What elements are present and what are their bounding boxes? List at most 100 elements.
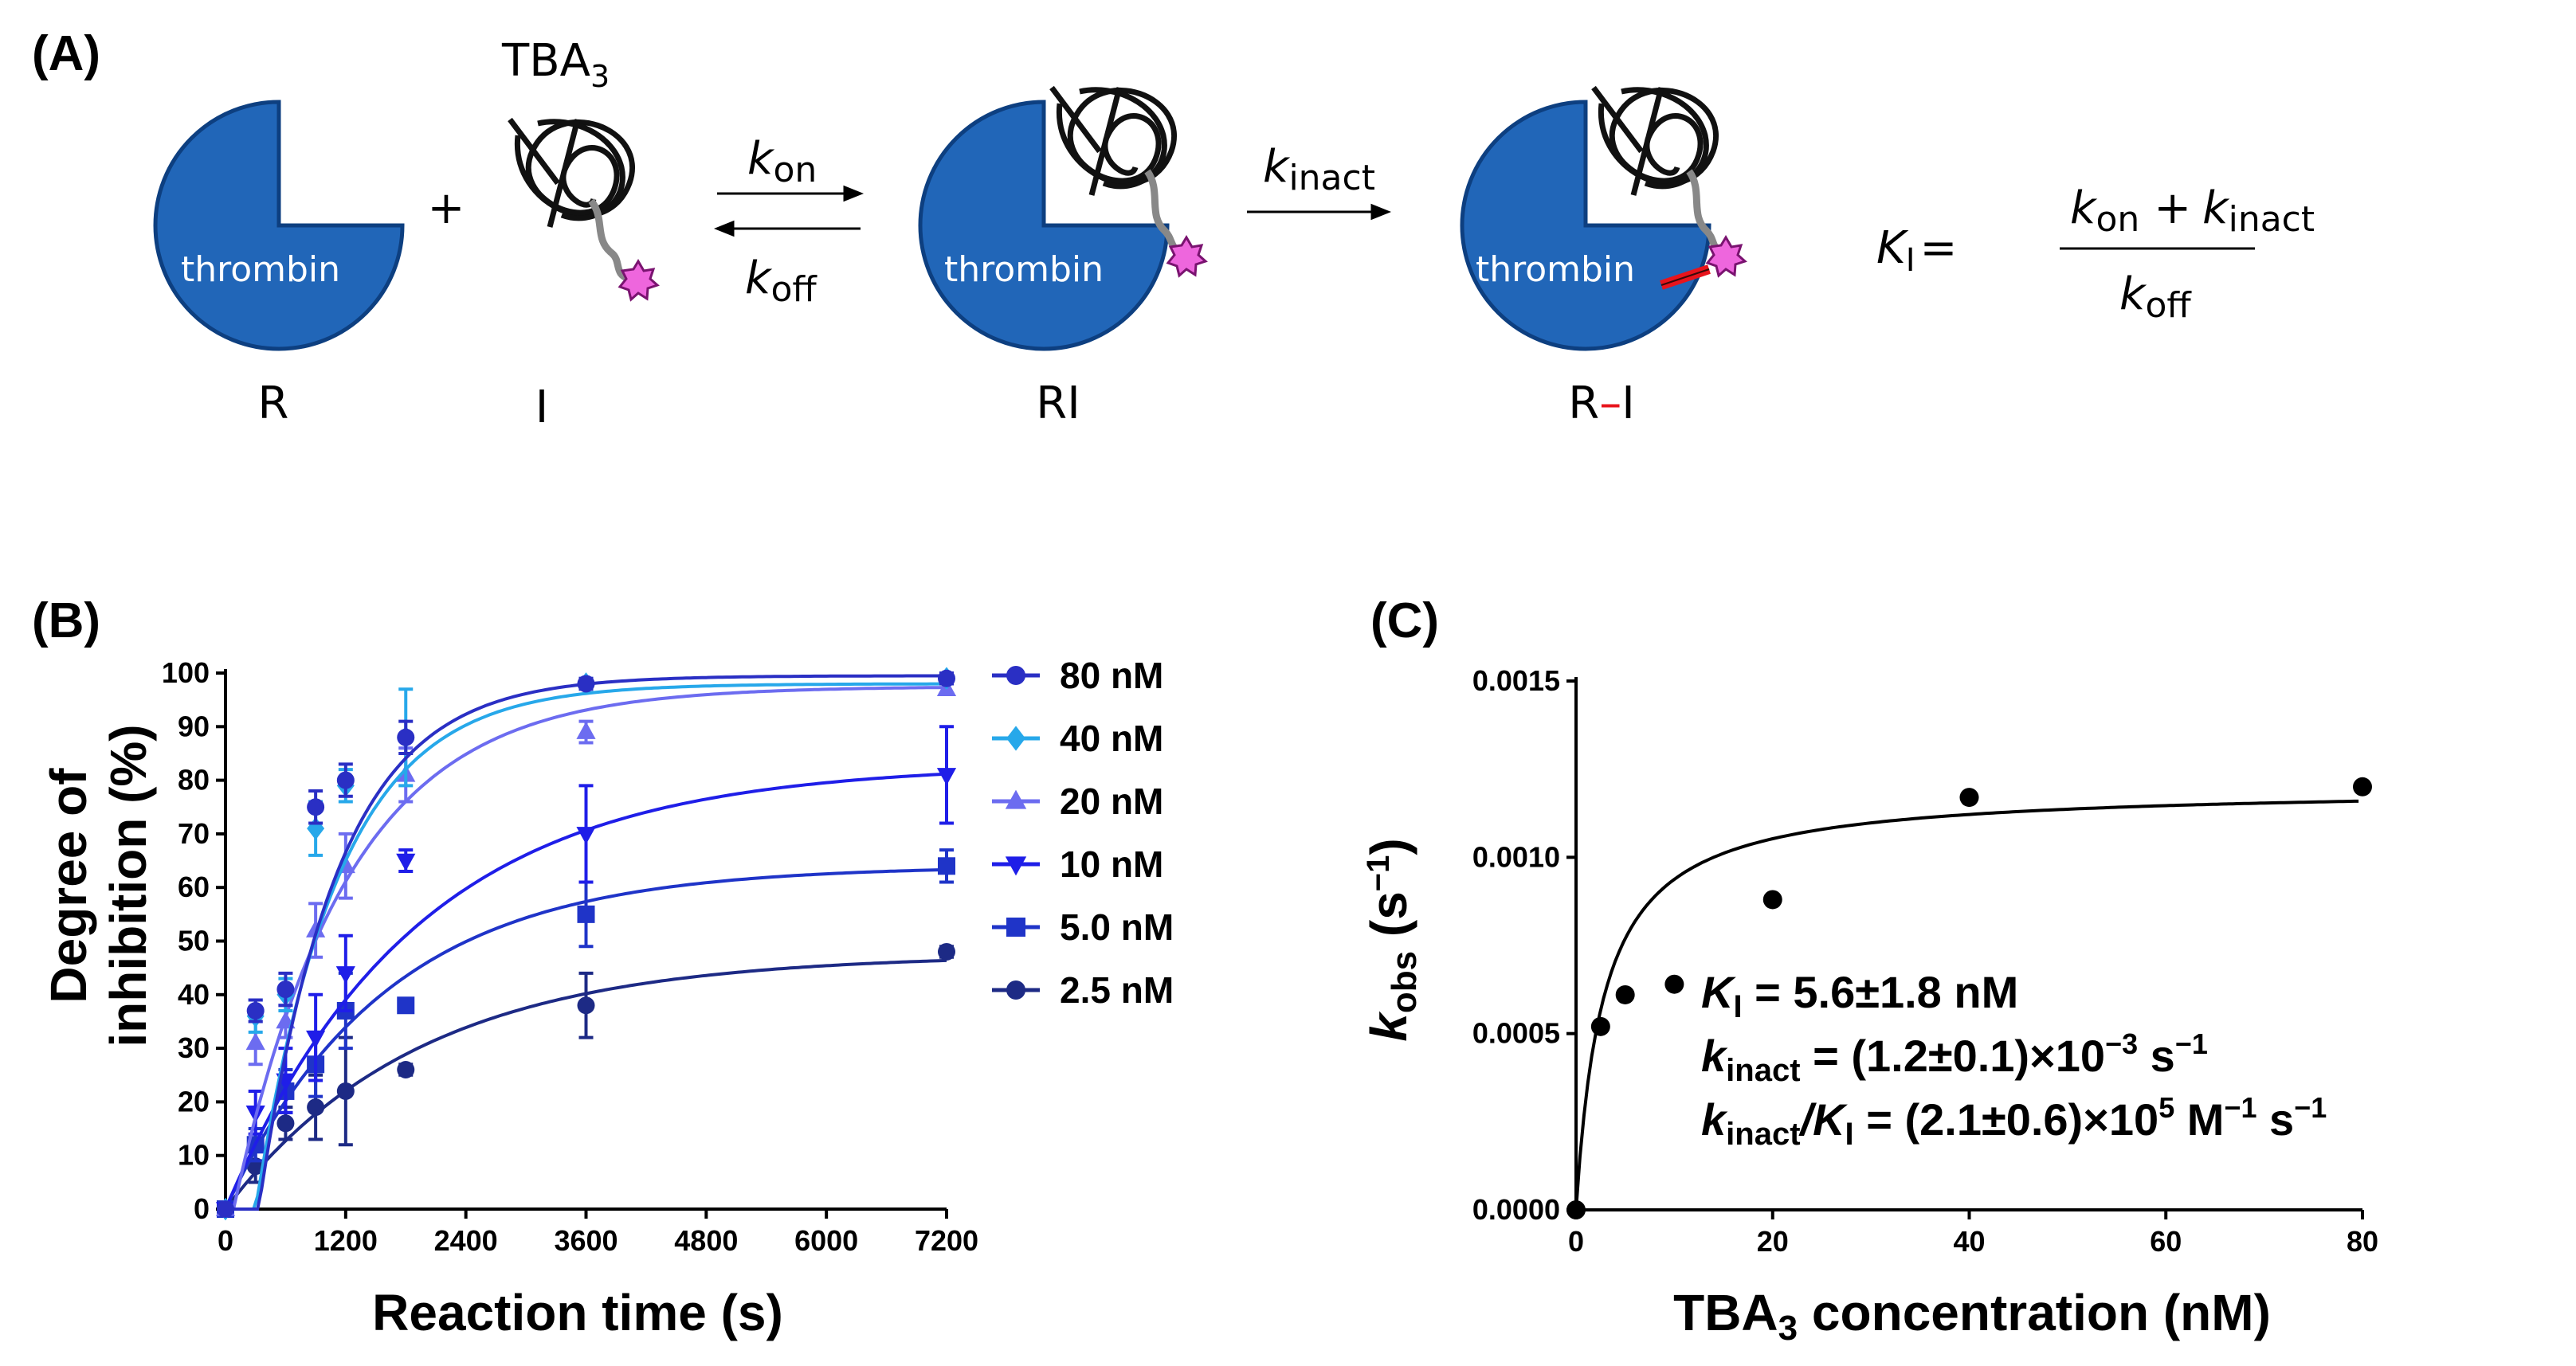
- y-tick-label: 30: [178, 1031, 210, 1064]
- panel-c: (C) 0.0000 0.0005 0.0010 0.0015 0 20 40 60 80 TB…: [1360, 593, 2378, 1348]
- data-point: [938, 942, 955, 961]
- legend-marker: [1005, 789, 1027, 809]
- y-tick-label: 0.0000: [1472, 1193, 1560, 1226]
- data-point: [276, 980, 295, 999]
- data-point: [397, 996, 415, 1015]
- species-R: R: [258, 378, 289, 429]
- data-point: [938, 669, 955, 687]
- data-point: [397, 1061, 415, 1079]
- fit-curve: [225, 686, 947, 1211]
- data-point: [577, 675, 595, 693]
- thrombin-shape: [1460, 100, 1711, 351]
- data-point: [576, 827, 596, 845]
- annotation-ratio: kinact/KI = (2.1±0.6)×105 M−1 s−1: [1701, 1091, 2327, 1152]
- k-inact-label: kinact: [1263, 141, 1375, 198]
- data-point: [276, 1114, 295, 1133]
- ki-equation-numerator: kon+kinact: [2070, 182, 2315, 240]
- series-2-5-nM: [217, 942, 955, 1218]
- x-tick-label: 80: [2347, 1225, 2378, 1258]
- data-point: [1762, 890, 1782, 910]
- annotation-KI: KI = 5.6±1.8 nM: [1701, 967, 2018, 1024]
- x-tick-label: 3600: [554, 1224, 618, 1257]
- annotation-kinact: kinact = (1.2±0.1)×10−3 s−1: [1701, 1027, 2208, 1088]
- data-point: [397, 728, 415, 746]
- data-point: [336, 771, 355, 789]
- y-tick-label: 90: [178, 710, 210, 742]
- legend-label: 5.0 nM: [1060, 906, 1174, 948]
- panel-label-a: (A): [32, 26, 100, 81]
- legend-label: 80 nM: [1060, 655, 1163, 696]
- k-on-label: kon: [747, 133, 817, 190]
- data-point: [245, 1032, 265, 1051]
- chart-c-annotations: KI = 5.6±1.8 nM kinact = (1.2±0.1)×10−3 …: [1701, 967, 2327, 1152]
- x-tick-label: 2400: [434, 1224, 498, 1257]
- data-point: [936, 768, 957, 786]
- data-point: [1959, 788, 1979, 808]
- data-point: [306, 1030, 326, 1048]
- x-tick-label: 60: [2150, 1225, 2182, 1258]
- x-tick-label: 7200: [915, 1224, 978, 1257]
- y-tick-label: 60: [178, 871, 210, 903]
- y-tick-label: 0.0015: [1472, 664, 1560, 697]
- data-point: [396, 853, 416, 871]
- x-tick-label: 20: [1757, 1225, 1789, 1258]
- data-point: [307, 1098, 325, 1117]
- legend-marker: [1006, 918, 1025, 937]
- x-tick-label: 4800: [674, 1224, 738, 1257]
- panel-label-c: (C): [1370, 593, 1439, 648]
- panel-label-b: (B): [32, 593, 100, 648]
- legend-label: 40 nM: [1060, 718, 1163, 759]
- data-point: [1615, 984, 1635, 1004]
- chart-b-ylabel-line1: Degree of: [40, 768, 97, 1004]
- fluorophore-RI: [1166, 235, 1208, 278]
- data-point: [217, 1200, 234, 1218]
- x-tick-label: 6000: [794, 1224, 858, 1257]
- plus-sign: +: [428, 182, 465, 234]
- y-tick-label: 70: [178, 817, 210, 850]
- y-tick-label: 20: [178, 1085, 210, 1117]
- series-80-nM: [217, 669, 955, 1218]
- species-RI: RI: [1036, 378, 1080, 429]
- y-tick-label: 0.0010: [1472, 840, 1560, 873]
- fluorophore-R-I: [1705, 235, 1747, 278]
- species-I: I: [535, 382, 549, 433]
- fluorophore-I: [618, 259, 660, 302]
- thrombin-shape: [153, 100, 405, 351]
- thrombin-RI: thrombin: [918, 100, 1170, 351]
- x-tick-label: 1200: [314, 1224, 378, 1257]
- y-tick-label: 10: [178, 1139, 210, 1172]
- data-point: [307, 798, 325, 816]
- chart-b-xlabel: Reaction time (s): [372, 1284, 783, 1341]
- y-tick-label: 40: [178, 978, 210, 1011]
- data-point: [576, 721, 596, 739]
- equilibrium-arrows: [713, 185, 865, 237]
- data-point: [246, 1001, 265, 1020]
- data-point: [1664, 974, 1684, 994]
- data-point: [1590, 1016, 1610, 1036]
- ki-equation-lhs: KI=: [1876, 222, 1957, 279]
- fit-curve: [1574, 799, 2359, 1211]
- legend-marker: [1006, 666, 1025, 685]
- thrombin-label: thrombin: [1476, 249, 1635, 290]
- y-tick-label: 100: [162, 656, 210, 689]
- chart-c-xlabel: TBA3 concentration (nM): [1673, 1284, 2271, 1348]
- thrombin-label: thrombin: [944, 249, 1104, 290]
- x-tick-label: 40: [1953, 1225, 1985, 1258]
- thrombin-label: thrombin: [181, 249, 340, 290]
- data-point: [336, 1082, 355, 1100]
- y-tick-label: 0.0005: [1472, 1017, 1560, 1050]
- x-tick-label: 0: [1568, 1225, 1584, 1258]
- data-point: [335, 966, 355, 984]
- data-point: [938, 857, 955, 875]
- thrombin-shape: [918, 100, 1170, 351]
- y-tick-label: 80: [178, 764, 210, 797]
- species-R-I: R–I: [1568, 378, 1634, 429]
- aptamer-I: [508, 117, 635, 283]
- x-tick-label: 0: [218, 1224, 233, 1257]
- data-point: [306, 919, 326, 937]
- panel-a: (A) thrombin R + TBA3 I kon koff: [32, 26, 2315, 433]
